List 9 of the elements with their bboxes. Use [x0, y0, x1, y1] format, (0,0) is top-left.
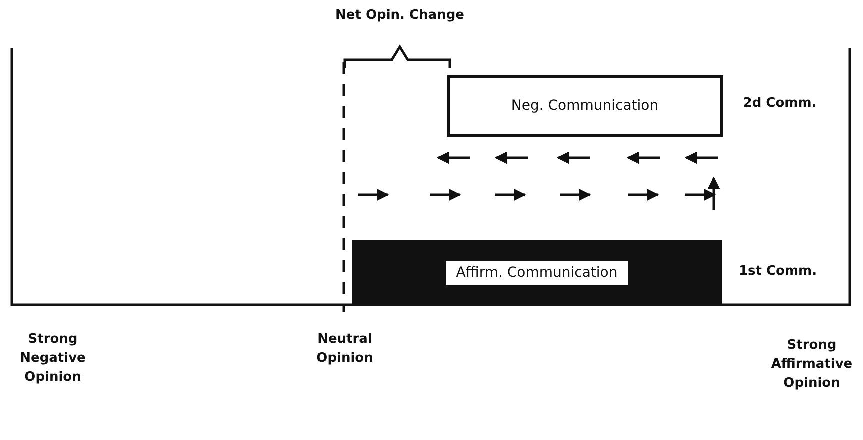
- row-label: 2d Comm.: [742, 95, 818, 113]
- scale-label: Neutral Opinion: [316, 331, 374, 368]
- band-label: Affirm. Communication: [446, 261, 628, 285]
- communication-box: Neg. Communication: [447, 75, 723, 137]
- scale-label: Strong Negative Opinion: [19, 331, 87, 387]
- communication-band: [352, 240, 722, 306]
- scale-label: Strong Affirmative Opinion: [770, 337, 854, 393]
- row-label: 1st Comm.: [738, 263, 818, 281]
- bracket-label: Net Opin. Change: [334, 7, 466, 25]
